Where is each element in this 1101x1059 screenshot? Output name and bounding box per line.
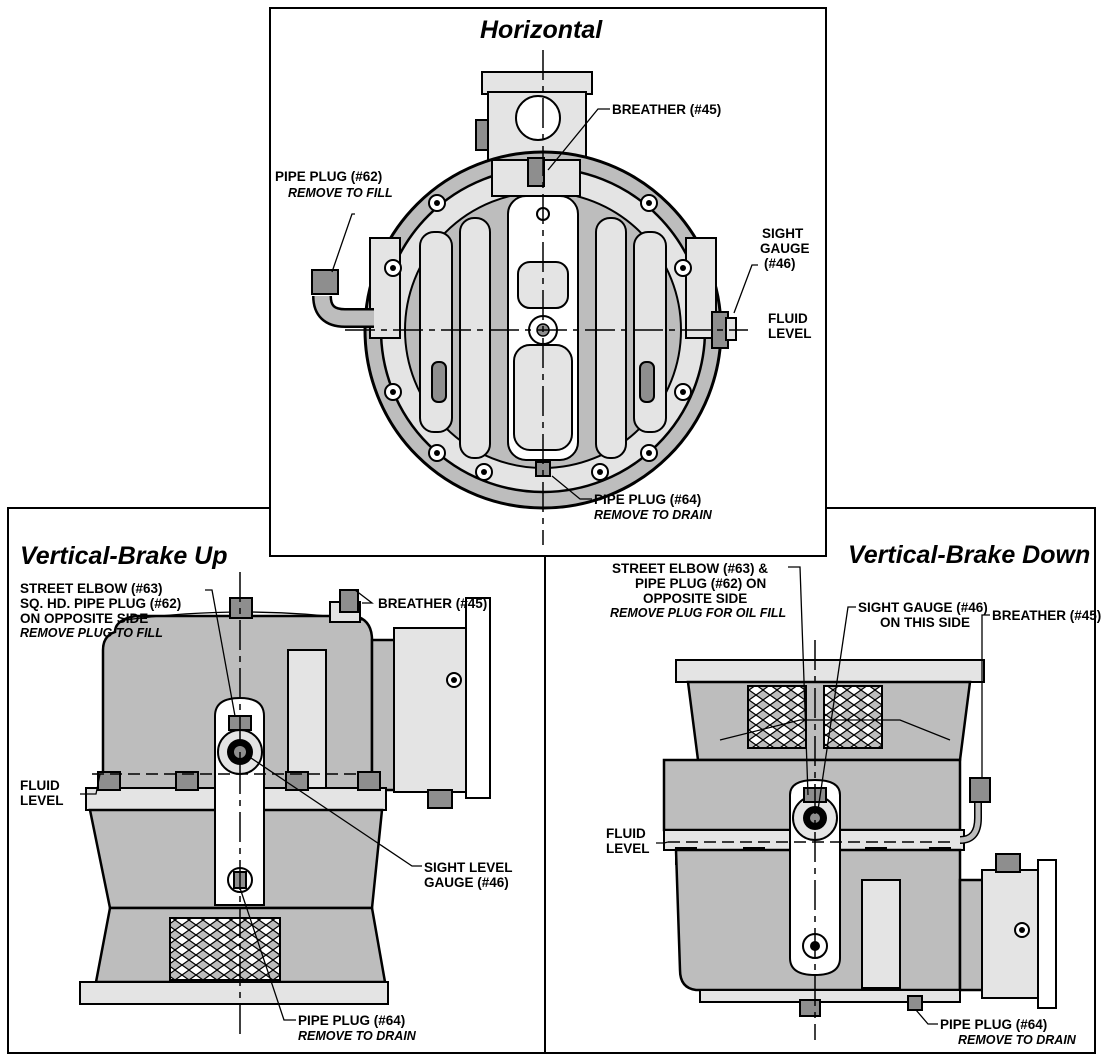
pipe-plug-drain-label: PIPE PLUG (#64): [594, 492, 701, 507]
breather-fitting-up: [339, 589, 359, 613]
pipe-plug-drain-label: PIPE PLUG (#64): [940, 1017, 1047, 1032]
street-elbow-label-line2: PIPE PLUG (#62) ON: [635, 576, 766, 591]
street-elbow-note: REMOVE PLUG FOR OIL FILL: [610, 606, 786, 620]
breather-fitting-horizontal: [527, 157, 545, 187]
fill-plug-horizontal: [311, 269, 339, 295]
fluid-level-label-line1: FLUID: [768, 311, 808, 326]
vertical-brake-down-panel: Vertical-Brake Down: [606, 541, 1101, 1047]
sight-gauge-label-line2: ON THIS SIDE: [880, 615, 970, 630]
vertical-up-brake-drawing: [79, 572, 491, 1040]
breather-fitting-down: [969, 777, 991, 803]
street-elbow-label-line1: STREET ELBOW (#63) &: [612, 561, 768, 576]
pipe-plug-drain-note: REMOVE TO DRAIN: [958, 1033, 1077, 1047]
pipe-plug-drain-note: REMOVE TO DRAIN: [298, 1029, 417, 1043]
vertical-brake-up-title: Vertical-Brake Up: [20, 542, 228, 570]
fluid-level-label-line2: LEVEL: [606, 841, 650, 856]
street-elbow-label-line1: STREET ELBOW (#63): [20, 581, 163, 596]
horizontal-panel: Horizontal: [269, 7, 827, 557]
breather-label: BREATHER (#45): [378, 596, 487, 611]
street-elbow-label-line2: SQ. HD. PIPE PLUG (#62): [20, 596, 181, 611]
sight-gauge-label-line1: SIGHT GAUGE (#46): [858, 600, 988, 615]
pipe-plug-fill-note: REMOVE TO FILL: [288, 186, 393, 200]
street-elbow-label-line3: ON OPPOSITE SIDE: [20, 611, 148, 626]
street-elbow-note: REMOVE PLUG TO FILL: [20, 626, 163, 640]
breather-label: BREATHER (#45): [992, 608, 1101, 623]
fluid-level-label-line2: LEVEL: [20, 793, 64, 808]
pipe-plug-fill-label: PIPE PLUG (#62): [275, 169, 382, 184]
horizontal-brake-drawing: [311, 50, 748, 545]
sight-level-gauge-label-line1: SIGHT LEVEL: [424, 860, 513, 875]
street-elbow-label-line3: OPPOSITE SIDE: [643, 591, 747, 606]
fluid-level-label-line1: FLUID: [606, 826, 646, 841]
sight-gauge-label-line3: (#46): [764, 256, 796, 271]
pipe-plug-drain-label: PIPE PLUG (#64): [298, 1013, 405, 1028]
fluid-level-label-line1: FLUID: [20, 778, 60, 793]
pipe-plug-drain-note: REMOVE TO DRAIN: [594, 508, 713, 522]
vertical-brake-up-panel: Vertical-Brake Up: [20, 542, 513, 1043]
horizontal-title: Horizontal: [480, 16, 603, 44]
sight-level-gauge-label-line2: GAUGE (#46): [424, 875, 509, 890]
sight-gauge-label-line1: SIGHT: [762, 226, 804, 241]
breather-label: BREATHER (#45): [612, 102, 721, 117]
sight-gauge-label-line2: GAUGE: [760, 241, 810, 256]
vertical-down-brake-drawing: [662, 640, 1057, 1040]
fluid-level-label-line2: LEVEL: [768, 326, 812, 341]
ring-bolts: [384, 194, 692, 481]
vertical-brake-down-title: Vertical-Brake Down: [848, 541, 1090, 569]
